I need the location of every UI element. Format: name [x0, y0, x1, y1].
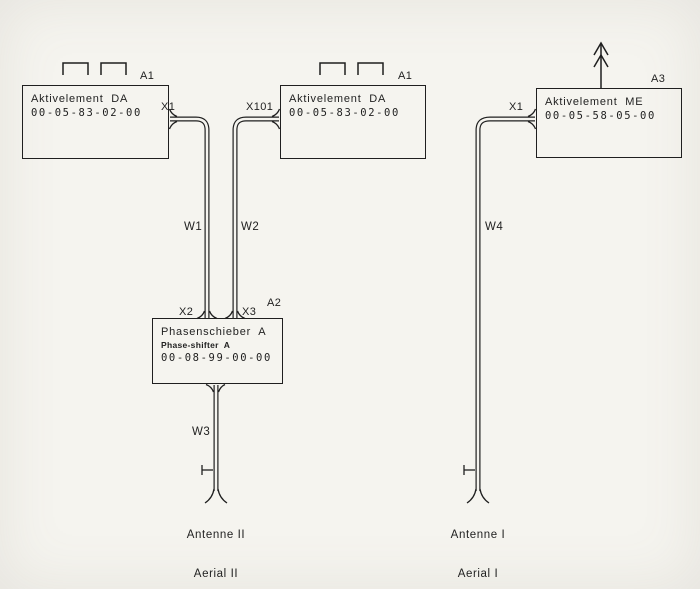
module-box-phasenschieber: Phasenschieber A Phase-shifter A 00-08-9…	[152, 318, 283, 384]
module-title: Aktivelement ME	[545, 96, 644, 108]
antenna-name-de: Antenne I	[450, 529, 506, 541]
connector-flare-x1-a1-left	[168, 108, 178, 130]
module-part-number: 00-05-83-02-00	[289, 107, 400, 119]
module-title: Phasenschieber A	[161, 326, 267, 338]
cable-w4	[475, 116, 535, 491]
ref-label-a2: A2	[267, 297, 282, 309]
cable-tick-w3	[201, 465, 213, 475]
connector-flare-w3-a2-bottom	[205, 383, 226, 393]
stub-symbols-a1-right-icon	[319, 62, 384, 75]
connector-flare-x101-a1-right	[271, 108, 281, 130]
antenna-label-aerial-2: Antenne II Aerial II	[163, 503, 269, 589]
cable-w2	[232, 116, 279, 318]
cable-fork-w3	[204, 488, 228, 504]
ref-label-a1-right: A1	[398, 70, 413, 82]
ref-label-a3: A3	[651, 73, 666, 85]
connector-label-x1-a1-left: X1	[161, 101, 176, 113]
module-box-aktivelement-da-right: Aktivelement DA 00-05-83-02-00	[280, 85, 426, 159]
antenna-name-en: Aerial II	[193, 568, 239, 580]
cable-label-w4: W4	[485, 221, 504, 233]
antenna-name-de: Antenne II	[186, 529, 246, 541]
module-box-aktivelement-me: Aktivelement ME 00-05-58-05-00	[536, 88, 682, 158]
module-part-number: 00-05-83-02-00	[31, 107, 142, 119]
cable-fork-w4	[466, 488, 490, 504]
connector-label-x1-a3: X1	[509, 101, 524, 113]
module-part-number: 00-08-99-00-00	[161, 352, 272, 364]
connector-flare-x1-a3	[527, 108, 537, 130]
cable-w1	[170, 116, 210, 318]
connector-label-x2-a2: X2	[179, 306, 194, 318]
cable-label-w1: W1	[184, 221, 203, 233]
antenna-icon	[593, 41, 609, 88]
antenna-label-aerial-1: Antenne I Aerial I	[425, 503, 531, 589]
antenna-name-en: Aerial I	[457, 568, 499, 580]
module-box-aktivelement-da-left: Aktivelement DA 00-05-83-02-00	[22, 85, 169, 159]
cable-label-w3: W3	[192, 426, 211, 438]
ref-label-a1-left: A1	[140, 70, 155, 82]
module-title: Aktivelement DA	[31, 93, 129, 105]
cable-tick-w4	[463, 465, 475, 475]
module-title: Aktivelement DA	[289, 93, 387, 105]
module-subtitle: Phase-shifter A	[161, 340, 231, 350]
module-part-number: 00-05-58-05-00	[545, 110, 656, 122]
connector-label-x101-a1-right: X101	[246, 101, 274, 113]
stub-symbols-a1-left-icon	[62, 62, 127, 75]
connector-label-x3-a2: X3	[242, 306, 257, 318]
cable-label-w2: W2	[241, 221, 260, 233]
